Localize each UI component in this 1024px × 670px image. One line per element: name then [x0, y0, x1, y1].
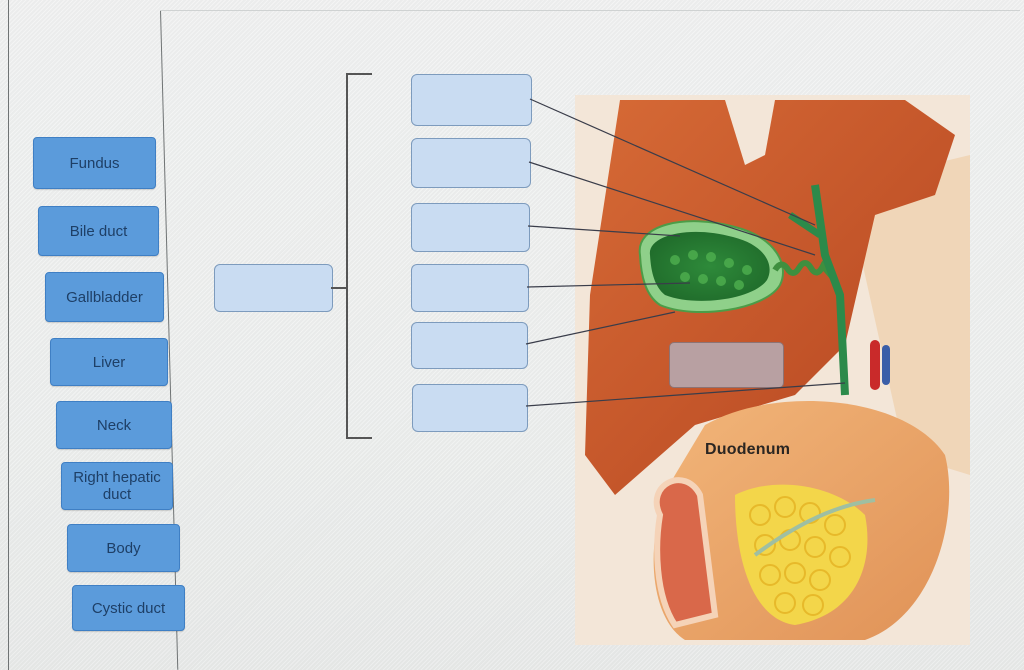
leader-line-5 [526, 312, 675, 344]
leader-line-2 [529, 162, 815, 255]
leader-line-4 [527, 283, 690, 287]
leader-line-3 [528, 226, 680, 236]
leader-line-6 [526, 383, 845, 406]
leader-line-1 [530, 99, 815, 225]
